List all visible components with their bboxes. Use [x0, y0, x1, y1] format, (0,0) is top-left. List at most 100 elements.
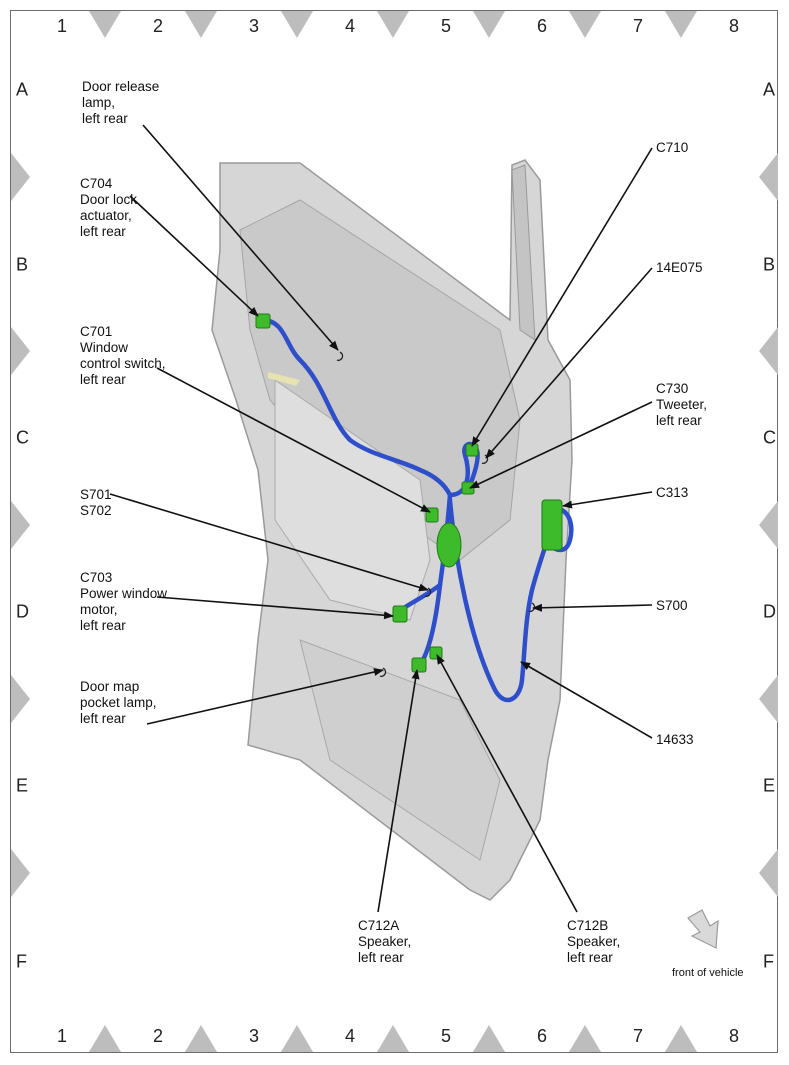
grid-col-7-top: 7 — [632, 16, 644, 36]
label-c313: C313 — [656, 485, 689, 500]
leader-c313 — [562, 491, 653, 509]
connector-c313 — [541, 499, 563, 551]
connector-c704 — [255, 313, 271, 329]
grid-col-5-bottom: 5 — [440, 1026, 452, 1046]
label-c712b: C712B Speaker, left rear — [567, 918, 621, 965]
connector-speaker-junction — [436, 522, 462, 568]
harness-branch-door-lock — [259, 317, 453, 498]
label-door-release-lamp: Door release lamp, left rear — [82, 79, 160, 126]
leader-s700 — [532, 603, 653, 612]
front-of-vehicle-arrow-icon — [687, 909, 719, 949]
grid-col-4-bottom: 4 — [344, 1026, 356, 1046]
trim-strip — [268, 372, 300, 386]
grid-col-2-bottom: 2 — [152, 1026, 164, 1046]
grid-marker-left-1 — [11, 153, 30, 201]
grid-marker-bottom-3 — [281, 1025, 313, 1052]
grid-row-d-left: D — [16, 601, 29, 622]
map-pocket-recess — [299, 639, 501, 861]
connector-c712b — [429, 646, 443, 660]
grid-row-a-left: A — [16, 79, 29, 100]
grid-marker-right-3 — [759, 501, 778, 549]
label-c704: C704 Door lock actuator, left rear — [80, 176, 138, 239]
door-upper-recess — [239, 199, 521, 561]
grid-col-7-bottom: 7 — [632, 1026, 644, 1046]
connector-c703 — [392, 605, 408, 623]
leader-s701-s702 — [109, 493, 429, 592]
leader-c710 — [471, 147, 653, 447]
grid-col-5-top: 5 — [440, 16, 452, 36]
grid-marker-top-4 — [377, 11, 409, 38]
label-c701: C701 Window control switch, left rear — [80, 324, 166, 387]
grid-marker-right-4 — [759, 675, 778, 723]
grid-marker-bottom-1 — [89, 1025, 121, 1052]
grid-marker-right-2 — [759, 327, 778, 375]
clip-door-release-lamp — [336, 351, 344, 362]
grid-marker-top-6 — [569, 11, 601, 38]
speaker-recess — [274, 379, 431, 621]
grid-marker-top-5 — [473, 11, 505, 38]
label-14e075: 14E075 — [656, 260, 703, 275]
grid-row-a-right: A — [763, 79, 776, 100]
leader-lines — [109, 124, 653, 913]
grid-marker-bottom-4 — [377, 1025, 409, 1052]
label-s700: S700 — [656, 598, 688, 613]
label-c710: C710 — [656, 140, 689, 155]
harness-main-trunk — [447, 497, 555, 703]
grid-row-c-right: C — [763, 427, 776, 448]
leader-door-release-lamp — [142, 124, 339, 351]
grid-row-b-left: B — [16, 254, 29, 275]
leader-c704 — [129, 195, 259, 317]
grid-row-e-right: E — [763, 775, 776, 796]
grid-col-8-bottom: 8 — [728, 1026, 740, 1046]
window-frame-rear — [511, 164, 536, 341]
connector-c712a — [411, 657, 427, 673]
grid-row-f-right: F — [763, 951, 774, 972]
grid-marker-right-5 — [759, 849, 778, 897]
leader-door-map-pocket-lamp — [146, 668, 384, 725]
leader-c712b — [436, 654, 578, 913]
grid-marker-top-1 — [89, 11, 121, 38]
leader-c712a — [377, 669, 420, 913]
label-s701-s702: S701 S702 — [80, 487, 112, 518]
grid-markers — [11, 11, 778, 1052]
leader-14633 — [520, 661, 653, 739]
grid-marker-left-2 — [11, 327, 30, 375]
leader-14e075 — [485, 267, 653, 459]
grid-row-f-left: F — [16, 951, 27, 972]
grid-marker-right-1 — [759, 153, 778, 201]
grid-row-b-right: B — [763, 254, 776, 275]
clip-door-map-pocket-lamp — [379, 667, 387, 678]
grid-marker-left-4 — [11, 675, 30, 723]
grid-row-d-right: D — [763, 601, 776, 622]
grid-col-3-bottom: 3 — [248, 1026, 260, 1046]
label-14633: 14633 — [656, 732, 694, 747]
label-front-of-vehicle: front of vehicle — [672, 967, 744, 979]
label-c730: C730 Tweeter, left rear — [656, 381, 708, 428]
grid-marker-left-3 — [11, 501, 30, 549]
grid-marker-bottom-2 — [185, 1025, 217, 1052]
leader-c701 — [156, 367, 431, 513]
label-c703: C703 Power window motor, left rear — [80, 570, 168, 633]
grid-marker-top-3 — [281, 11, 313, 38]
leader-c730 — [469, 401, 653, 489]
grid-marker-bottom-6 — [569, 1025, 601, 1052]
grid-col-1-bottom: 1 — [56, 1026, 68, 1046]
grid-marker-bottom-5 — [473, 1025, 505, 1052]
grid-row-c-left: C — [16, 427, 29, 448]
grid-col-1-top: 1 — [56, 16, 68, 36]
grid-marker-top-7 — [665, 11, 697, 38]
clip-s701-s702 — [424, 587, 432, 598]
grid-marker-left-5 — [11, 849, 30, 897]
grid-col-8-top: 8 — [728, 16, 740, 36]
grid-marker-top-2 — [185, 11, 217, 38]
leader-c703 — [156, 596, 394, 620]
grid-col-6-top: 6 — [536, 16, 548, 36]
label-door-map-pocket-lamp: Door map pocket lamp, left rear — [80, 679, 157, 726]
grid-col-6-bottom: 6 — [536, 1026, 548, 1046]
connector-c730 — [461, 481, 475, 495]
grid-row-e-left: E — [16, 775, 29, 796]
grid-col-3-top: 3 — [248, 16, 260, 36]
label-c712a: C712A Speaker, left rear — [358, 918, 412, 965]
grid-col-4-top: 4 — [344, 16, 356, 36]
